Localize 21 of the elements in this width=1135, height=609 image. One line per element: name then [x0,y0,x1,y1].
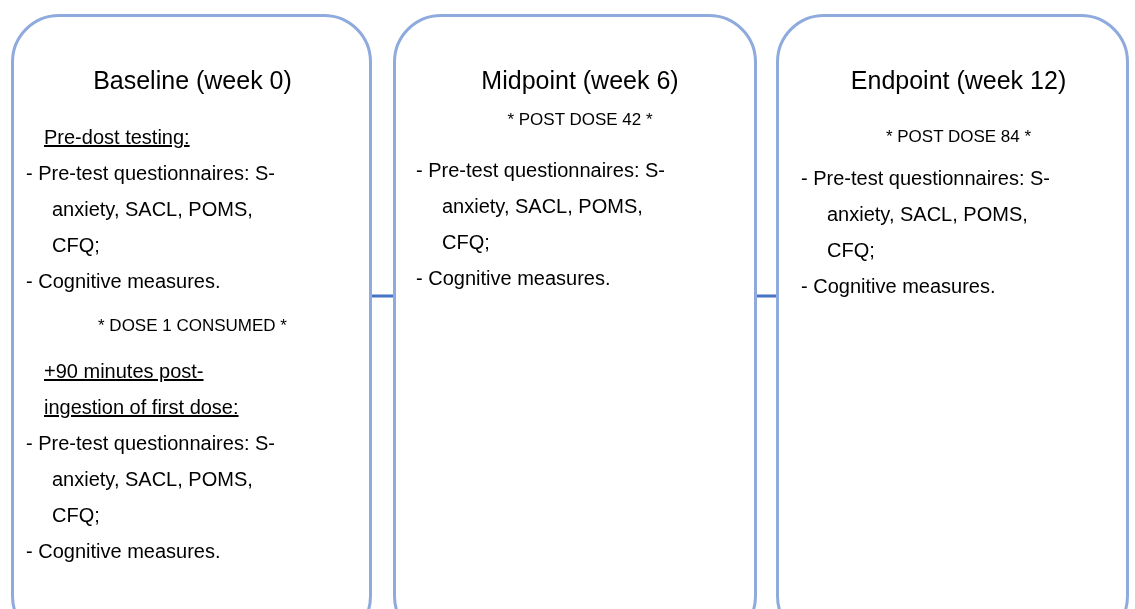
list-item: - Pre-test questionnaires: S-anxiety, SACL, POMS, CFQ; [801,166,1051,263]
list-item: - Cognitive measures. [801,274,997,299]
list-item: - Cognitive measures. [416,266,612,291]
list-item: - Pre-test questionnaires: S-anxiety, SACL, POMS, CFQ; [26,161,276,258]
list-item: - Pre-test questionnaires: S-anxiety, SACL, POMS, CFQ; [26,431,276,528]
stage-title: Endpoint (week 12) [850,65,1067,96]
stage-box [393,14,757,609]
dose-note: * POST DOSE 42 * [507,109,653,131]
list-item: - Pre-test questionnaires: S-anxiety, SACL, POMS, CFQ; [416,158,666,255]
dose-note: * DOSE 1 CONSUMED * [98,315,287,337]
dose-note: * POST DOSE 84 * [885,126,1032,148]
stage-title: Baseline (week 0) [93,65,292,96]
connector-line [757,294,776,298]
section-heading: Pre-dost testing: [44,125,191,150]
stage-box [776,14,1129,609]
stage-box [11,14,372,609]
section-heading: +90 minutes post-ingestion of first dose: [44,359,240,420]
connector-line [372,294,393,298]
list-item: - Cognitive measures. [26,269,222,294]
list-item: - Cognitive measures. [26,539,222,564]
stage-title: Midpoint (week 6) [481,65,679,96]
